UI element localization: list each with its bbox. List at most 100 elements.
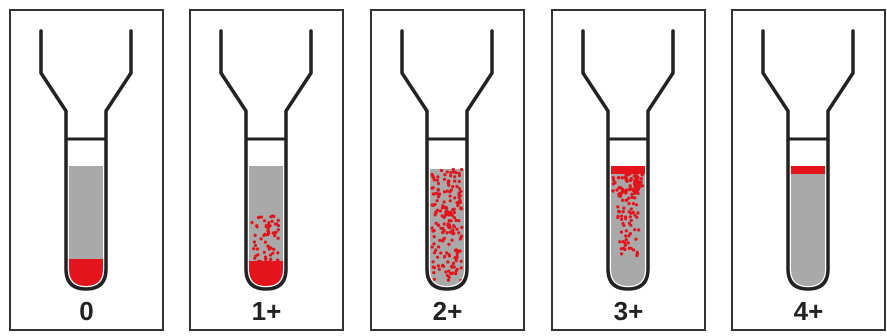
red-cell-dot (268, 246, 271, 249)
red-cell-dot (431, 203, 434, 206)
red-cell-dot (262, 234, 265, 237)
red-cell-dot (458, 174, 461, 177)
red-cell-dot (447, 279, 450, 282)
reaction-chamber-band (69, 146, 103, 152)
tube-grade-2plus (372, 11, 523, 329)
red-cell-dot (433, 235, 436, 238)
red-cell-dot (634, 186, 637, 189)
tube-grade-4plus (733, 11, 884, 329)
red-cell-dot (254, 244, 257, 247)
red-cell-dot (267, 230, 270, 233)
red-cell-dot (449, 195, 452, 198)
red-cell-dot (460, 266, 463, 269)
red-cell-dot (450, 213, 453, 216)
red-cell-dot (454, 171, 457, 174)
red-cell-dot (625, 171, 628, 174)
red-cell-dot (639, 181, 642, 184)
panel-grade-0: 0 (9, 9, 164, 331)
red-cell-dot (458, 187, 461, 190)
red-cell-dot (441, 214, 444, 217)
grade-label: 0 (11, 296, 162, 327)
red-cell-dot (458, 196, 461, 199)
red-cell-dot (431, 245, 434, 248)
red-cell-dot (625, 238, 628, 241)
red-cell-dot (436, 199, 439, 202)
red-cell-dot (451, 208, 454, 211)
red-cell-dot (635, 216, 638, 219)
red-cell-dot (277, 228, 280, 231)
red-cell-dot (627, 241, 630, 244)
red-cell-dot (453, 225, 456, 228)
red-cell-dot (254, 254, 257, 257)
red-cell-dot (453, 216, 456, 219)
red-cell-dot (447, 179, 450, 182)
red-cell-dot (267, 227, 270, 230)
red-cell-dot (442, 238, 445, 241)
red-cell-dot (620, 218, 623, 221)
red-cell-dot (255, 263, 258, 266)
red-cell-dot (432, 242, 435, 245)
red-cell-dot (450, 219, 453, 222)
red-cell-dot (431, 175, 434, 178)
red-cell-dot (452, 232, 455, 235)
red-cell-dot (455, 259, 458, 262)
red-cell-dot (250, 221, 253, 224)
red-cell-dot (624, 190, 627, 193)
red-cell-dot (431, 230, 434, 233)
red-cell-dot (253, 240, 256, 243)
grade-label: 3+ (553, 296, 704, 327)
red-cell-dot (276, 251, 279, 254)
red-cell-dot (436, 256, 439, 259)
red-cell-dot (269, 258, 272, 261)
red-cell-dot (620, 252, 623, 255)
red-cell-dot (633, 228, 636, 231)
red-cell-dot (632, 189, 635, 192)
red-cell-dot (622, 247, 625, 250)
red-cell-dot (252, 247, 255, 250)
red-cell-dot (432, 260, 435, 263)
red-cell-dot (433, 251, 436, 254)
red-cell-dot (449, 174, 452, 177)
red-cell-dot (617, 215, 620, 218)
red-cell-dot (439, 209, 442, 212)
red-cell-dot (445, 251, 448, 254)
red-cell-dot (437, 224, 440, 227)
red-cell-dot (618, 240, 621, 243)
red-cell-dot (628, 222, 631, 225)
red-cell-dot (452, 262, 455, 265)
red-cell-dot (456, 252, 459, 255)
red-cell-dot (622, 207, 625, 210)
red-cell-dot (632, 202, 635, 205)
red-cell-dot (625, 229, 628, 232)
red-cell-dot (257, 216, 260, 219)
red-cell-top-band (791, 166, 825, 174)
red-cell-dot (443, 222, 446, 225)
red-cell-dot (640, 177, 643, 180)
grade-label: 1+ (191, 296, 342, 327)
red-cell-dot (437, 189, 440, 192)
tube-grade-3plus (553, 11, 704, 329)
red-cell-dot (627, 234, 630, 237)
red-cell-dot (453, 180, 456, 183)
panel-grade-3plus: 3+ (551, 9, 706, 331)
red-cell-dot (454, 272, 457, 275)
red-cell-dot (435, 192, 438, 195)
red-cell-dot (265, 263, 268, 266)
red-cell-dot (630, 193, 633, 196)
red-cell-dot (458, 180, 461, 183)
red-cell-dot (451, 272, 454, 275)
red-cell-dot (641, 184, 644, 187)
red-cell-dot (434, 213, 437, 216)
grade-label: 2+ (372, 296, 523, 327)
red-cell-dot (443, 190, 446, 193)
red-cell-dot (277, 260, 280, 263)
red-cell-dot (455, 219, 458, 222)
red-cell-dot (273, 261, 276, 264)
red-cell-dot (633, 179, 636, 182)
reaction-chamber-band (611, 146, 645, 152)
panel-grade-2plus: 2+ (370, 9, 525, 331)
red-cell-dot (272, 248, 275, 251)
red-cell-dot (635, 254, 638, 257)
red-cell-dot (448, 254, 451, 257)
red-cell-dot (627, 202, 630, 205)
